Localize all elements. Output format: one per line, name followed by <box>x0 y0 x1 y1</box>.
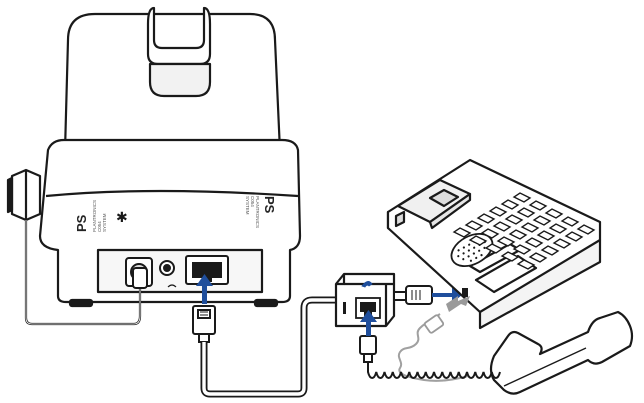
bluetooth-icon: ✱ <box>116 210 128 226</box>
brand-logo-left: PS <box>74 214 89 232</box>
modular-cable <box>204 300 342 394</box>
rj-plug-handset <box>360 336 376 362</box>
ac-adapter <box>8 170 40 220</box>
rj-plug-ghost <box>424 314 444 333</box>
handset <box>491 312 632 394</box>
adapter-slot <box>343 302 346 314</box>
rj-plug-base <box>193 306 215 342</box>
handset-cord-arrow <box>446 296 470 312</box>
holder-slot <box>150 64 210 96</box>
handset-coiled-cord <box>368 362 500 378</box>
power-plug <box>133 268 147 288</box>
brand-logo-right: PS <box>262 196 277 214</box>
audio-jack <box>160 261 174 275</box>
phone-line-jack <box>462 288 468 297</box>
svg-text:SYSTEM: SYSTEM <box>245 196 250 215</box>
rj-plug-adapter-right <box>394 286 432 304</box>
rear-panel <box>98 250 262 292</box>
svg-text:SYSTEM: SYSTEM <box>102 213 107 232</box>
brand-logo-text: PS <box>74 214 89 232</box>
brand-logo-text-right: PS <box>262 196 277 214</box>
